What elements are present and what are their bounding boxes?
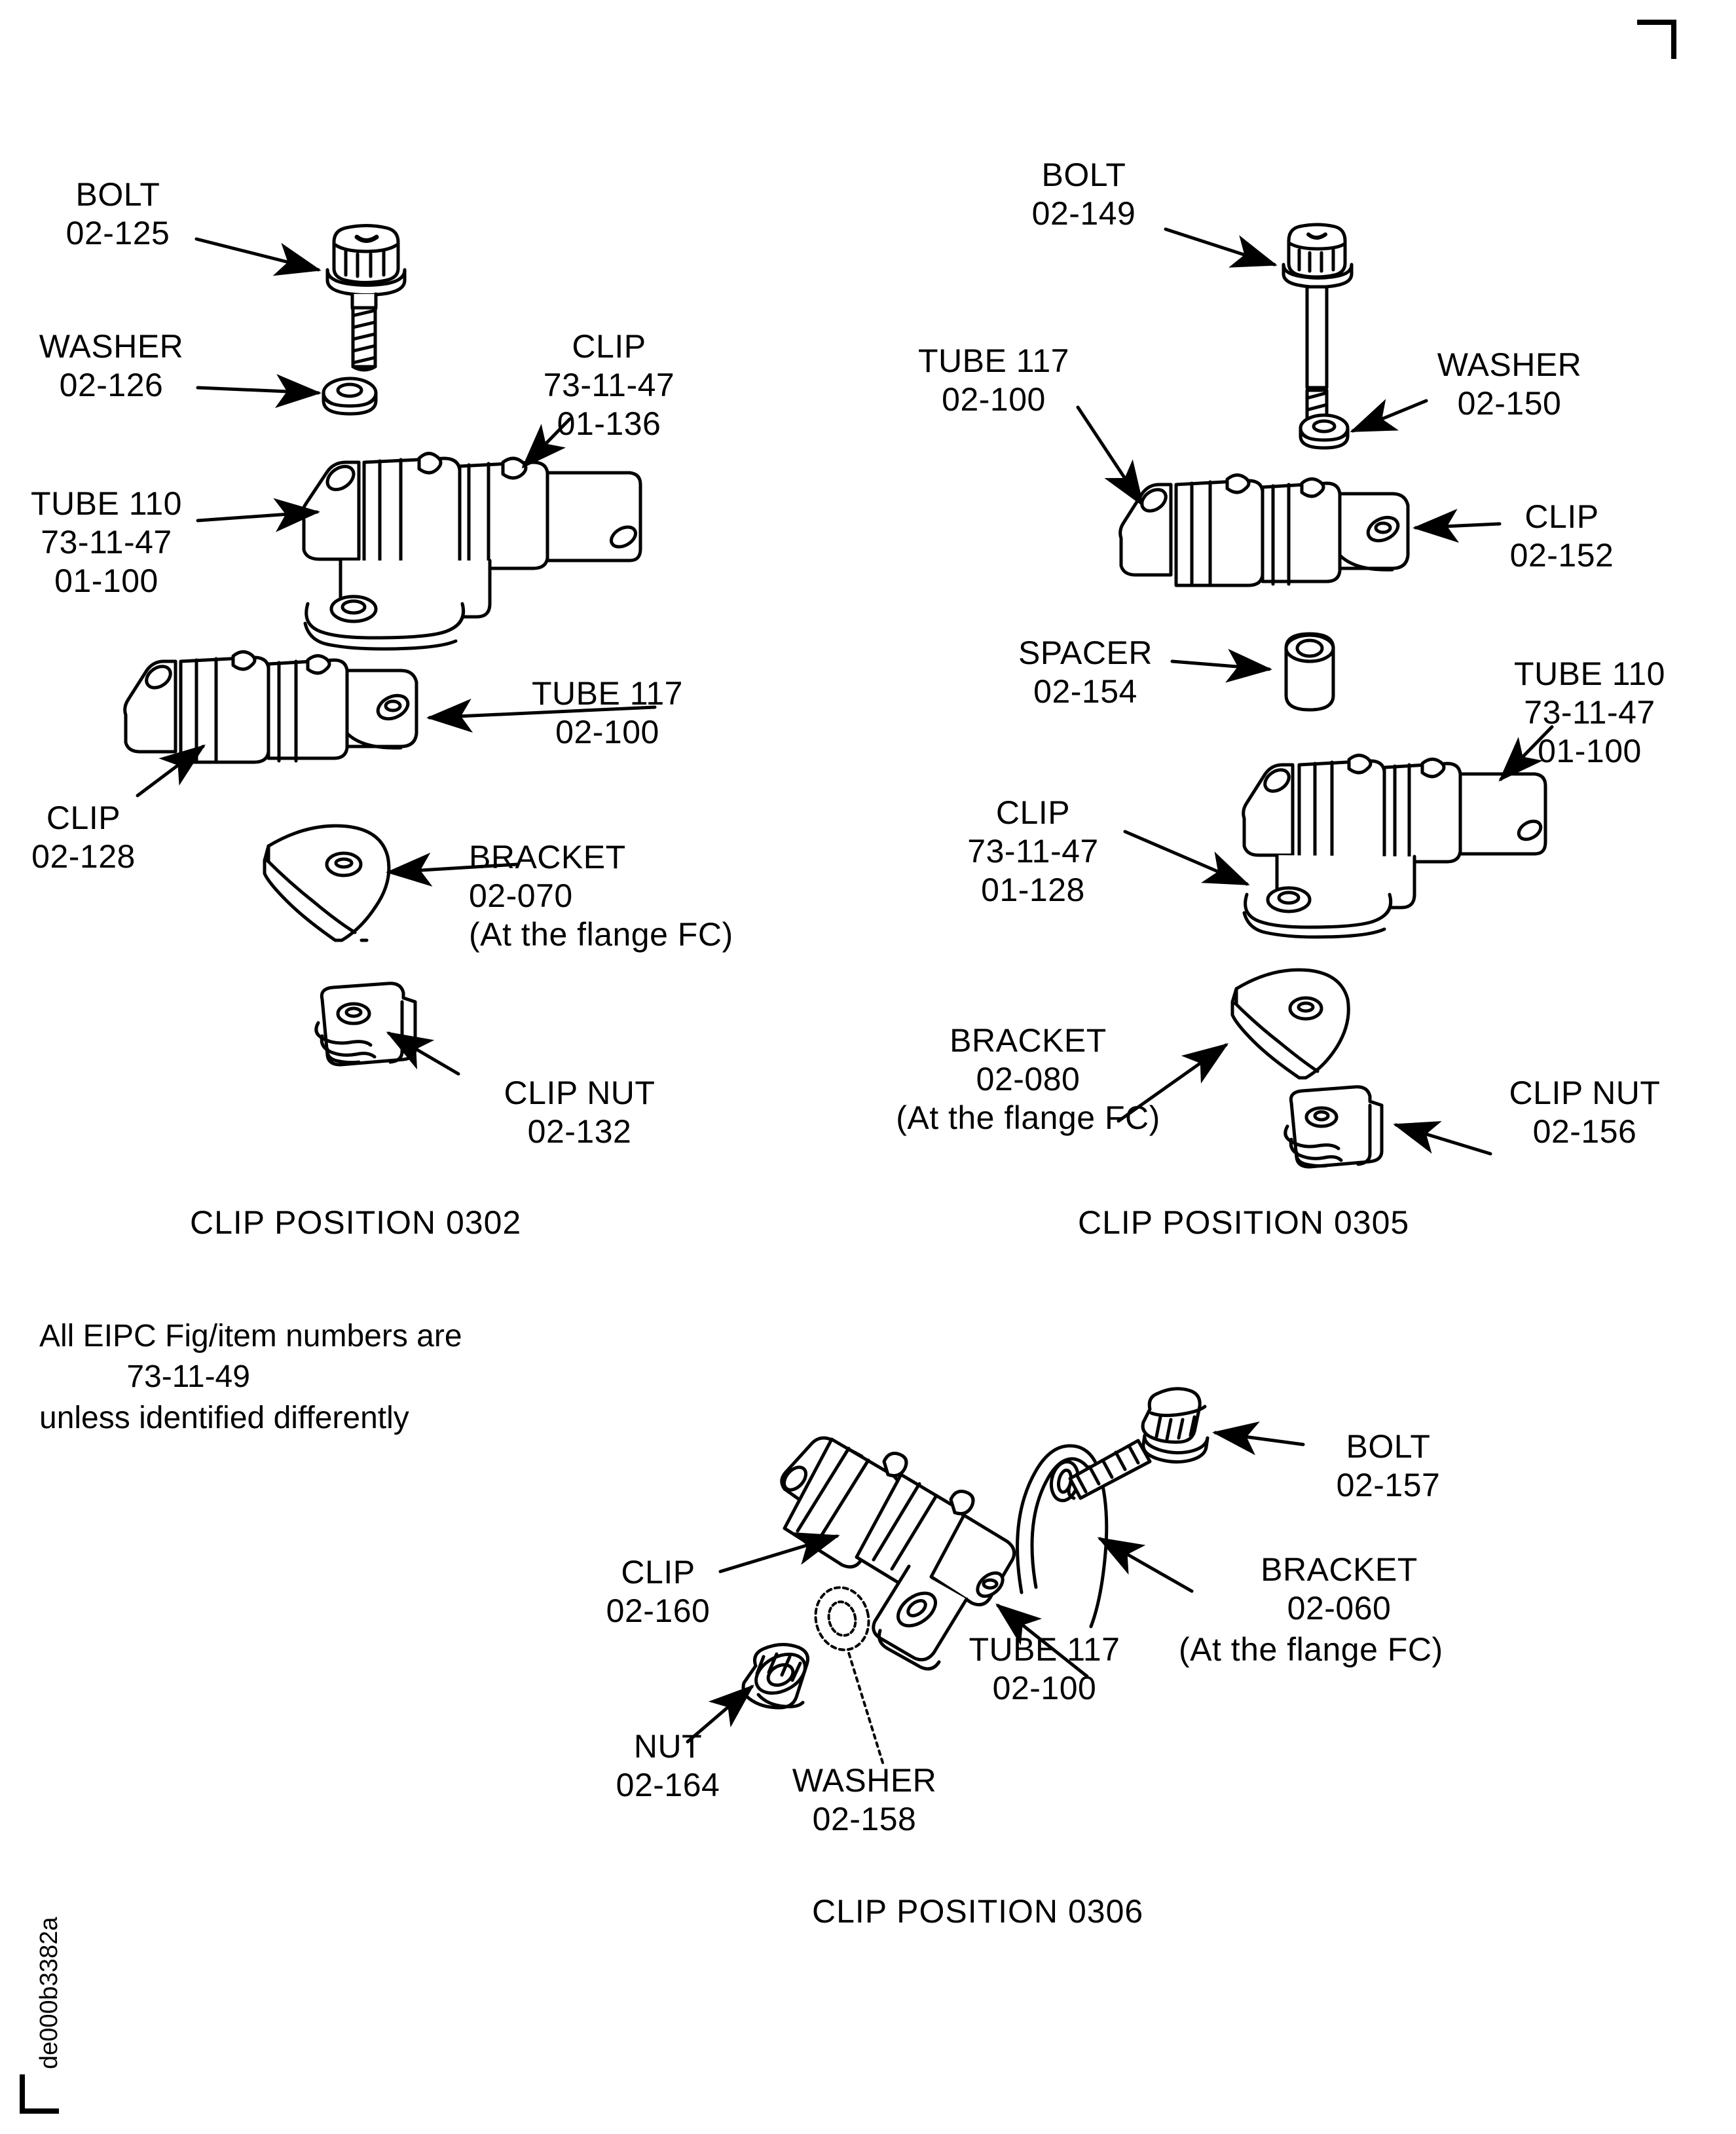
leader-tube117-bottom	[995, 1603, 1089, 1678]
leader-spacer-02-154	[1170, 648, 1272, 683]
leader-clipnut-02-156	[1393, 1121, 1492, 1156]
leader-clip-02-160	[718, 1532, 840, 1573]
label-clip-02-152: CLIP 02-152	[1509, 498, 1614, 574]
tube110-clip-assembly-art	[301, 452, 642, 651]
caption-clip-position-0306: CLIP POSITION 0306	[812, 1893, 1144, 1930]
label-tube-117-bottom: TUBE 117 02-100	[969, 1631, 1120, 1706]
leader-clip-01-136	[521, 417, 572, 469]
label-tube-117-right: TUBE 117 02-100	[918, 342, 1069, 418]
leader-washer-02-158	[847, 1651, 884, 1764]
bolt-02-157-art	[1067, 1387, 1210, 1500]
label-clip-01-128: CLIP 73-11-47 01-128	[967, 794, 1099, 908]
clipnut-02-132-art	[314, 982, 417, 1067]
leader-bracket-02-080	[1117, 1043, 1229, 1123]
tube117-clip02152-assembly-art	[1118, 473, 1410, 587]
tube110-clip01128-assembly-art	[1242, 754, 1547, 939]
bolt-02-125-art	[325, 224, 407, 372]
label-clip-02-128: CLIP 02-128	[31, 800, 136, 875]
label-washer-02-158: WASHER 02-158	[792, 1762, 937, 1837]
label-clip-nut-02-132: CLIP NUT 02-132	[504, 1075, 656, 1150]
leader-tube117-02-100-right	[1076, 405, 1144, 507]
tube117-clip02128-assembly-art	[123, 650, 418, 764]
document-id-text: de000b3382a	[35, 1917, 63, 2069]
washer-02-158-art	[814, 1586, 870, 1651]
leader-bolt-02-157	[1212, 1421, 1305, 1456]
label-tube-117-left: TUBE 117 02-100	[532, 675, 683, 750]
washer-02-150-art	[1299, 413, 1350, 450]
label-bolt-02-157: BOLT 02-157	[1336, 1428, 1441, 1503]
label-clip-nut-02-156: CLIP NUT 02-156	[1509, 1075, 1661, 1150]
bracket-02-070-art	[263, 824, 391, 942]
leader-washer-02-126	[196, 374, 322, 409]
label-bracket-02-080: BRACKET 02-080 (At the flange FC)	[896, 1022, 1160, 1136]
clipnut-02-156-art	[1284, 1085, 1384, 1169]
corner-registration-mark-top-right	[1637, 20, 1676, 59]
leader-bolt-02-125	[194, 237, 322, 276]
tube117-clip02160-assembly-art	[780, 1436, 1016, 1671]
label-washer-02-126: WASHER 02-126	[39, 328, 184, 403]
washer-02-126-art	[322, 377, 378, 416]
nut-02-164-art	[741, 1643, 809, 1710]
label-spacer-02-154: SPACER 02-154	[1018, 635, 1153, 710]
label-bracket-02-060-note: (At the flange FC)	[1179, 1631, 1443, 1668]
label-clip-02-160: CLIP 02-160	[606, 1554, 711, 1629]
label-bracket-02-060: BRACKET 02-060	[1261, 1551, 1418, 1627]
leader-tube117-02-100	[426, 699, 657, 733]
label-clip-01-136: CLIP 73-11-47 01-136	[543, 328, 675, 442]
leader-bracket-02-060	[1097, 1537, 1194, 1593]
label-nut-02-164: NUT 02-164	[616, 1728, 720, 1803]
label-bolt-02-149: BOLT 02-149	[1031, 156, 1136, 232]
leader-clip-02-152	[1413, 508, 1502, 543]
caption-clip-position-0305: CLIP POSITION 0305	[1078, 1204, 1410, 1241]
label-bolt-02-125: BOLT 02-125	[65, 176, 170, 251]
leader-clip-01-128	[1123, 830, 1250, 886]
leader-clipnut-02-132	[386, 1031, 460, 1076]
label-tube-110-right: TUBE 110 73-11-47 01-100	[1514, 655, 1665, 769]
bolt-02-149-art	[1282, 223, 1354, 437]
leader-clip-02-128	[136, 745, 206, 798]
label-washer-02-150: WASHER 02-150	[1437, 346, 1582, 422]
corner-registration-mark-bottom-left	[20, 2074, 59, 2114]
leader-washer-02-150	[1350, 399, 1428, 433]
caption-clip-position-0302: CLIP POSITION 0302	[190, 1204, 522, 1241]
leader-bracket-02-070	[386, 853, 519, 887]
leader-tube110	[196, 498, 320, 532]
leader-bolt-02-149	[1164, 227, 1278, 268]
spacer-02-154-art	[1284, 632, 1335, 712]
leader-nut-02-164	[686, 1684, 754, 1744]
label-tube-110: TUBE 110 73-11-47 01-100	[31, 485, 182, 599]
label-bracket-02-070: BRACKET 02-070 (At the flange FC)	[469, 839, 733, 953]
bracket-02-080-art	[1230, 968, 1350, 1080]
eipc-note: All EIPC Fig/item numbers are 73-11-49 u…	[39, 1319, 462, 1435]
leader-tube110-right	[1498, 725, 1554, 782]
